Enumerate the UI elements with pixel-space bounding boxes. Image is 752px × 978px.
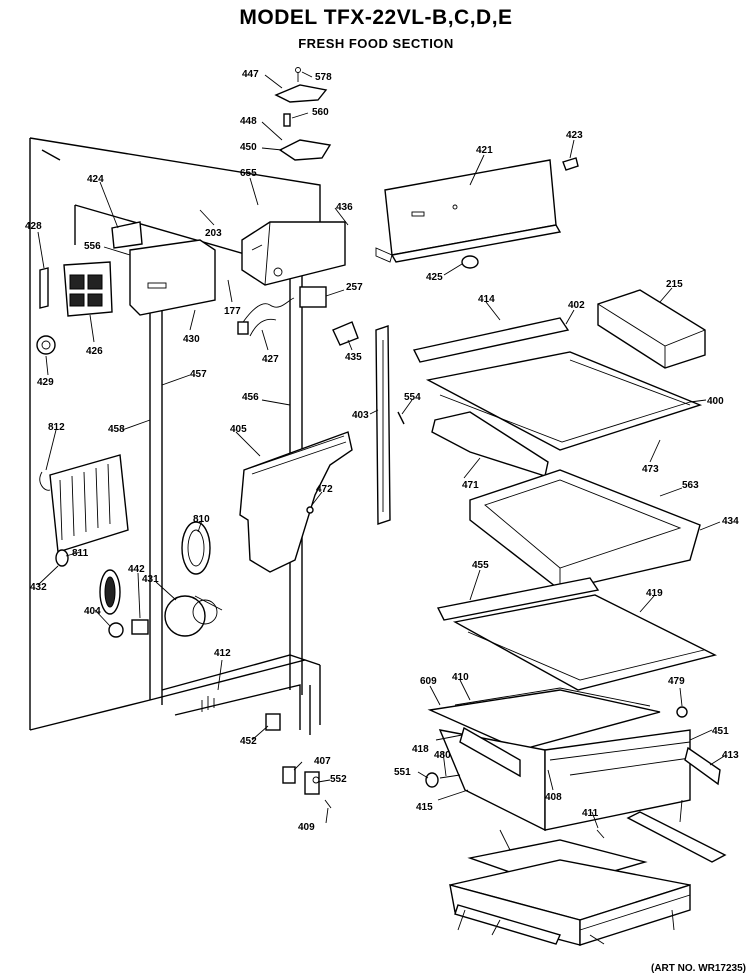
- part-label: 811: [72, 548, 89, 559]
- screw-554: [397, 411, 405, 425]
- part-label: 457: [190, 369, 207, 380]
- part-label: 405: [230, 424, 247, 435]
- section-subtitle: FRESH FOOD SECTION: [298, 36, 454, 51]
- part-label: 427: [262, 354, 279, 365]
- part-number-labels: 447 578 448 560 450 424 655 203 436 421 …: [25, 69, 739, 833]
- part-label: 479: [668, 676, 685, 687]
- knob-425: [461, 255, 479, 269]
- part-label: 203: [205, 228, 222, 239]
- leader-lines: [37, 71, 727, 945]
- part-label: 471: [462, 480, 479, 491]
- trim-panel: [375, 159, 562, 263]
- part-label: 430: [183, 334, 200, 345]
- part-label: 413: [722, 750, 739, 761]
- part-label: 455: [472, 560, 489, 571]
- part-label: 429: [37, 377, 54, 388]
- crisper-cover: [427, 687, 661, 751]
- dairy-bin: [597, 289, 706, 369]
- part-label: 410: [452, 672, 469, 683]
- part-label: 436: [336, 202, 353, 213]
- part-label: 415: [416, 802, 433, 813]
- part-label: 609: [420, 676, 437, 687]
- part-label: 812: [48, 422, 65, 433]
- art-number: (ART NO. WR17235): [650, 963, 746, 974]
- part-label: 419: [646, 588, 663, 599]
- part-label: 451: [712, 726, 729, 737]
- part-label: 450: [240, 142, 257, 153]
- air-duct: [239, 431, 353, 573]
- part-label: 428: [25, 221, 42, 232]
- part-label: 412: [214, 648, 231, 659]
- part-label: 257: [346, 282, 363, 293]
- cabinet-outline: [29, 137, 321, 735]
- part-label: 480: [434, 750, 451, 761]
- part-label: 810: [193, 514, 210, 525]
- part-label: 408: [545, 792, 562, 803]
- screw-423: [562, 157, 579, 171]
- part-label: 458: [108, 424, 125, 435]
- screw-563: [306, 506, 314, 514]
- part-label: 552: [330, 774, 347, 785]
- drawer-rail-480: [626, 811, 727, 863]
- heater-plate: [39, 454, 129, 553]
- part-label: 425: [426, 272, 443, 283]
- part-label: 400: [707, 396, 724, 407]
- part-label: 432: [30, 582, 47, 593]
- part-label: 556: [84, 241, 101, 252]
- part-label: 404: [84, 606, 101, 617]
- shelf-rail: [375, 325, 391, 525]
- part-label: 434: [722, 516, 739, 527]
- control-housing: [241, 221, 346, 286]
- part-label: 424: [87, 174, 104, 185]
- part-label: 409: [298, 822, 315, 833]
- control-knob-assembly: [274, 67, 332, 161]
- model-title: MODEL TFX-22VL-B,C,D,E: [239, 6, 513, 29]
- crisper-drawer-lower: [449, 839, 691, 946]
- part-label: 456: [242, 392, 259, 403]
- part-label: 418: [412, 744, 429, 755]
- part-label: 402: [568, 300, 585, 311]
- part-label: 472: [316, 484, 333, 495]
- part-label: 655: [240, 168, 257, 179]
- meat-drawer: [469, 469, 701, 591]
- screw-551: [596, 829, 605, 839]
- left-components: [36, 221, 216, 355]
- part-label: 215: [666, 279, 683, 290]
- part-label: 554: [404, 392, 421, 403]
- part-label: 452: [240, 736, 257, 747]
- part-label: 473: [642, 464, 659, 475]
- wiring-and-switches: [237, 286, 359, 346]
- part-label: 578: [315, 72, 332, 83]
- part-label: 403: [352, 410, 369, 421]
- part-label: 411: [582, 808, 599, 819]
- part-label: 407: [314, 756, 331, 767]
- upper-shelf: [412, 317, 703, 451]
- crisper-drawer-upper: [425, 706, 721, 832]
- part-label: 551: [394, 767, 411, 778]
- part-label: 177: [224, 306, 241, 317]
- part-label: 448: [240, 116, 257, 127]
- fan-and-ducts: [55, 521, 223, 638]
- part-label: 426: [86, 346, 103, 357]
- part-label: 414: [478, 294, 495, 305]
- part-label: 435: [345, 352, 362, 363]
- part-label: 421: [476, 145, 493, 156]
- part-label: 431: [142, 574, 159, 585]
- part-label: 560: [312, 107, 329, 118]
- part-label: 442: [128, 564, 145, 575]
- part-label: 447: [242, 69, 259, 80]
- small-clips: [265, 713, 332, 809]
- lower-shelf: [436, 577, 717, 691]
- part-label: 563: [682, 480, 699, 491]
- part-label: 423: [566, 130, 583, 141]
